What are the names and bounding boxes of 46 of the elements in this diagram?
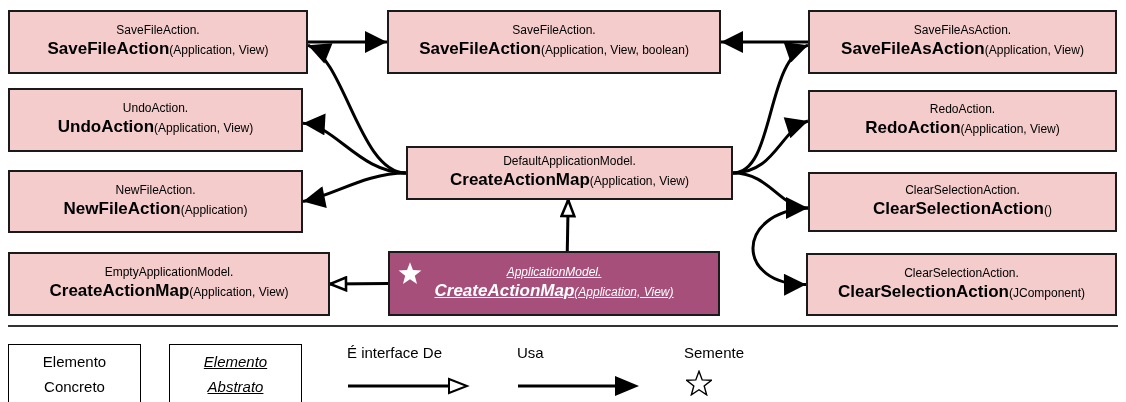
arrow xyxy=(308,31,387,53)
legend-label: Elemento Concreto xyxy=(41,351,108,397)
class-name: EmptyApplicationModel. xyxy=(104,265,234,280)
method-box xyxy=(8,170,303,233)
method-box xyxy=(8,252,330,316)
method-box xyxy=(808,90,1117,152)
method-signature: ClearSelectionAction(JComponent) xyxy=(838,280,1085,303)
method-box xyxy=(387,10,721,74)
legend-label: Semente xyxy=(684,344,745,361)
arrow xyxy=(732,171,809,217)
method-signature: CreateActionMap(Application, View) xyxy=(49,280,289,302)
method-signature: CreateActionMap(Application, View) xyxy=(434,279,674,302)
method-signature: ClearSelectionAction() xyxy=(873,198,1052,220)
method-signature: UndoAction(Application, View) xyxy=(57,116,254,138)
class-name: UndoAction. xyxy=(122,101,189,116)
method-signature: SaveFileAsAction(Application, View) xyxy=(841,38,1084,60)
arrow xyxy=(751,206,809,294)
method-box xyxy=(8,10,308,74)
interface-arrow xyxy=(560,198,576,252)
class-name: NewFileAction. xyxy=(115,182,196,198)
method-box xyxy=(8,88,303,152)
arrow xyxy=(302,171,407,207)
method-box xyxy=(406,146,733,200)
method-signature: RedoAction(Application, View) xyxy=(865,117,1060,139)
legend-label: Usa xyxy=(517,344,544,361)
legend-label: Elemento Abstrato xyxy=(202,351,269,397)
class-name: DefaultApplicationModel. xyxy=(503,154,636,169)
legend-label: É interface De xyxy=(347,344,443,361)
method-box xyxy=(808,10,1117,74)
arrow xyxy=(721,31,808,53)
class-name: ClearSelectionAction. xyxy=(905,183,1020,198)
class-name: SaveFileAction. xyxy=(116,23,200,38)
method-signature: SaveFileAction(Application, View) xyxy=(47,38,269,60)
class-name: SaveFileAction. xyxy=(512,23,596,38)
method-signature: CreateActionMap(Application, View) xyxy=(450,169,689,191)
arrow xyxy=(732,119,809,175)
method-signature: SaveFileAction(Application, View, boolean) xyxy=(419,38,689,60)
method-signature: NewFileAction(Application) xyxy=(63,197,248,220)
method-box xyxy=(806,253,1117,316)
arrow xyxy=(302,116,407,175)
class-name: RedoAction. xyxy=(929,102,996,117)
class-name: ClearSelectionAction. xyxy=(904,265,1019,281)
class-name: SaveFileAsAction. xyxy=(913,23,1012,38)
class-name: ApplicationModel. xyxy=(506,264,602,280)
abstract-method-box xyxy=(388,251,720,316)
method-box xyxy=(808,172,1117,232)
